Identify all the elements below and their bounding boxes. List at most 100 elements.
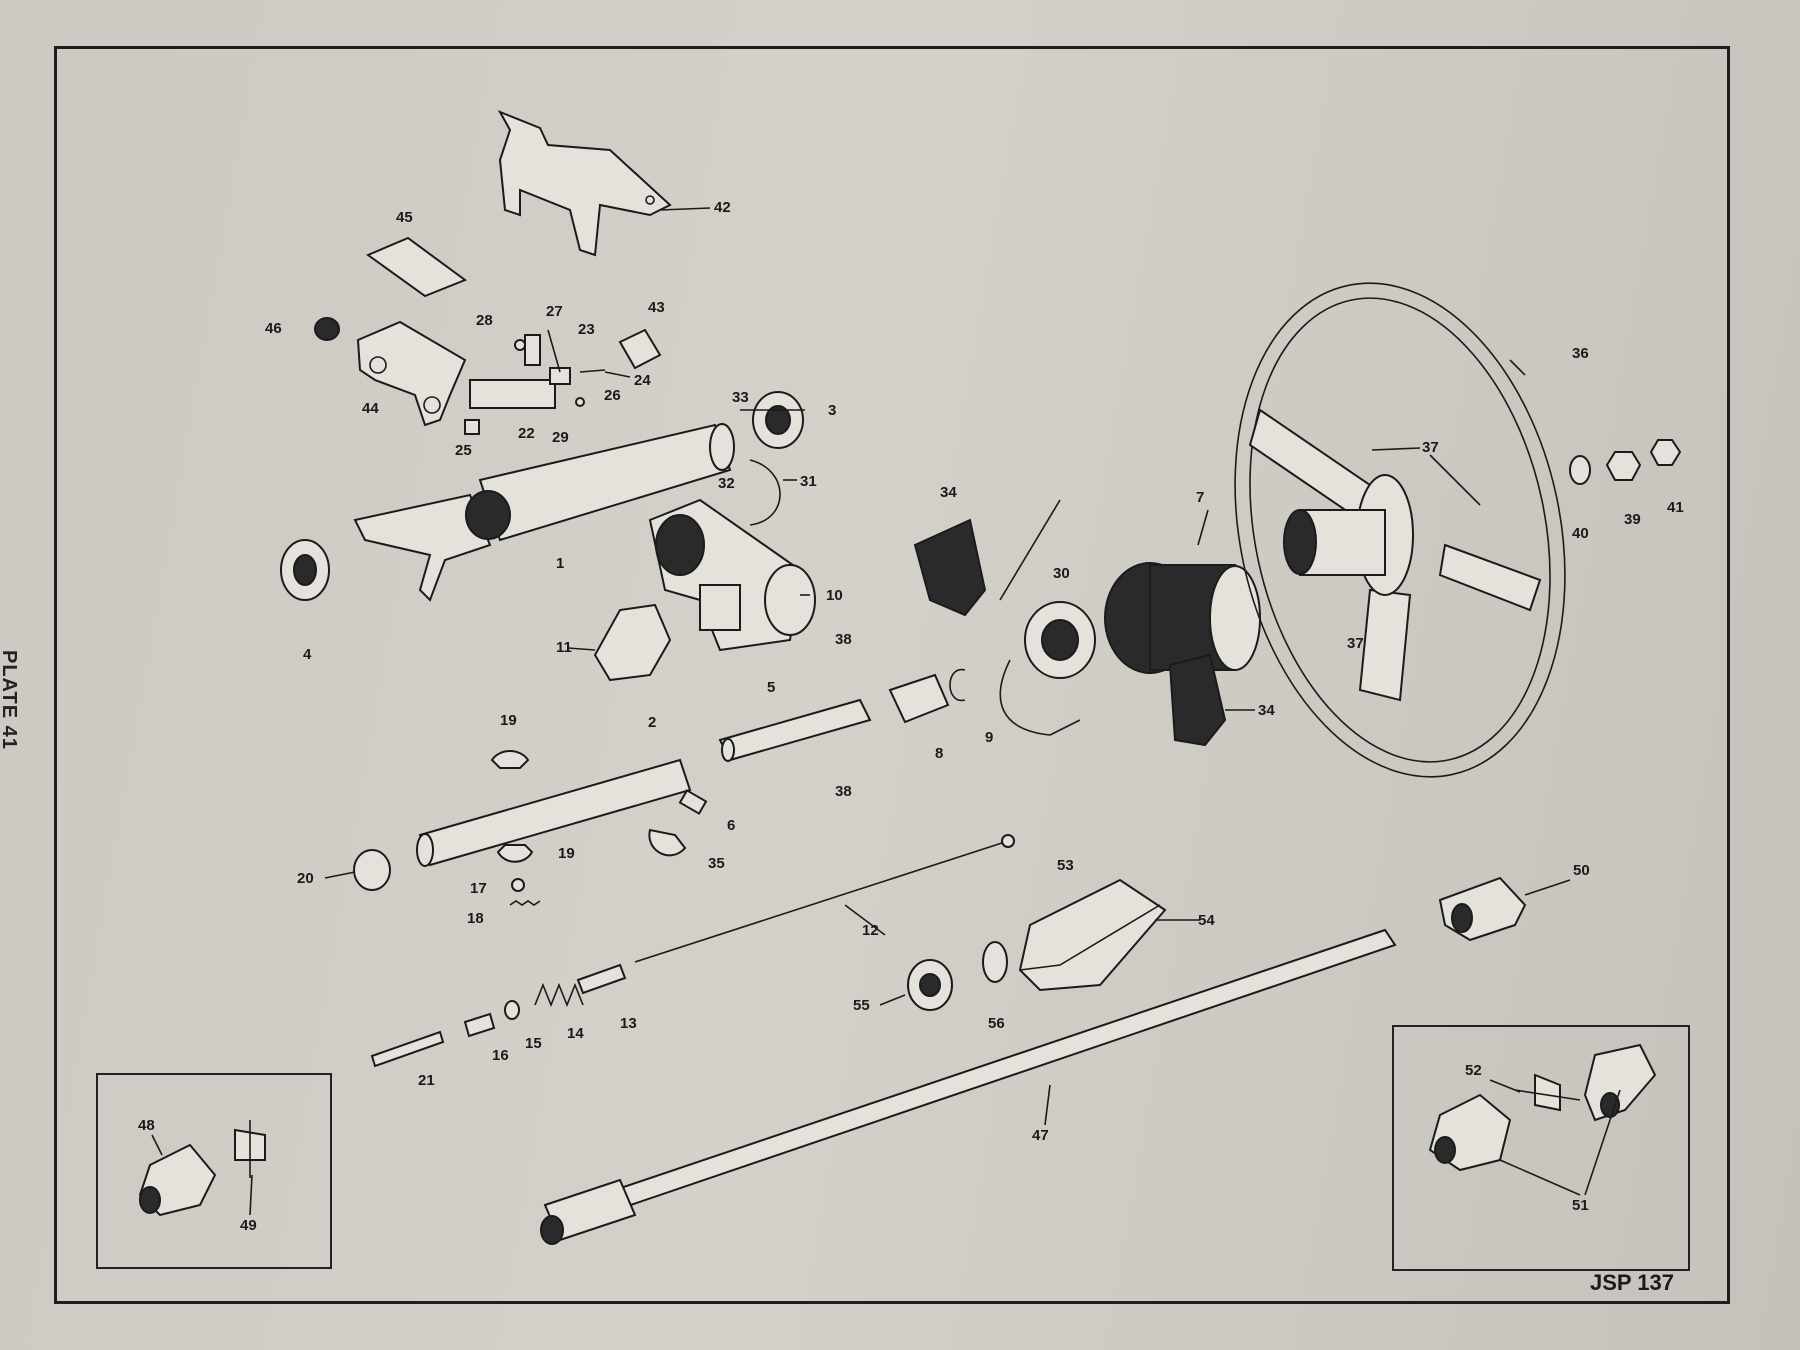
callout-53: 53 [1057, 857, 1074, 874]
callout-11: 11 [556, 639, 572, 656]
part-45-plate [365, 236, 468, 298]
parts-53-54-bracket [1018, 878, 1167, 992]
callout-14: 14 [567, 1025, 584, 1042]
callout-13: 13 [620, 1015, 637, 1032]
callout-3: 3 [828, 402, 836, 419]
part-47-column-shaft [540, 928, 1397, 1245]
callout-50: 50 [1573, 862, 1590, 879]
callout-4: 4 [303, 646, 312, 663]
callout-44: 44 [362, 400, 379, 417]
callout-5: 5 [767, 679, 775, 696]
callout-56: 56 [988, 1015, 1005, 1032]
callout-37-lower: 37 [1347, 635, 1364, 652]
callout-9: 9 [985, 729, 993, 746]
callout-45: 45 [396, 209, 413, 226]
callout-21: 21 [418, 1072, 435, 1089]
callout-54: 54 [1198, 912, 1215, 929]
small-parts-22-29 [464, 334, 606, 435]
part-10-lock-housing [648, 498, 816, 652]
part-19-bush-lower [496, 844, 534, 863]
callout-16: 16 [492, 1047, 509, 1064]
part-44-bracket [356, 320, 467, 427]
callout-51: 51 [1572, 1197, 1589, 1214]
callout-8: 8 [935, 745, 943, 762]
callout-17: 17 [470, 880, 487, 897]
part-50-universal-joint [1438, 876, 1527, 942]
part-43-sleeve [618, 328, 662, 370]
part-9-circlip [949, 668, 966, 702]
callout-36: 36 [1572, 345, 1589, 362]
callout-34-upper: 34 [940, 484, 957, 501]
callout-19-upper: 19 [500, 712, 517, 729]
callout-38-upper: 38 [835, 631, 852, 648]
parts-17-18-spring [509, 878, 541, 906]
callout-49: 49 [240, 1217, 257, 1234]
part-3-bearing [752, 391, 804, 449]
part-36-steering-wheel [1234, 282, 1566, 778]
callout-42: 42 [714, 199, 731, 216]
drawing-reference: JSP 137 [1590, 1270, 1675, 1295]
callout-29: 29 [552, 429, 569, 446]
callout-18: 18 [467, 910, 484, 927]
part-31-clamp [749, 459, 781, 526]
parts-55-56-seal [907, 941, 1008, 1011]
part-46-nut [314, 317, 340, 341]
callout-23: 23 [578, 321, 595, 338]
part-2-outer-shaft [416, 758, 692, 867]
callout-46: 46 [265, 320, 282, 337]
callout-28: 28 [476, 312, 493, 329]
part-19-bush-upper [490, 750, 530, 769]
callout-6: 6 [727, 817, 735, 834]
callout-37-upper: 37 [1422, 439, 1439, 456]
callout-25: 25 [455, 442, 472, 459]
callout-34-lower: 34 [1258, 702, 1275, 719]
parts-39-40-41-fixings [1569, 439, 1682, 485]
part-20-nut [353, 849, 391, 891]
part-30-switch [999, 499, 1096, 736]
inset-box-right [1392, 1025, 1690, 1271]
leader-lines [151, 207, 1621, 1216]
callout-33-upper: 33 [732, 389, 749, 406]
callout-40: 40 [1572, 525, 1589, 542]
callout-19-lower: 19 [558, 845, 575, 862]
part-11-boot [593, 603, 672, 682]
callout-55: 55 [853, 997, 870, 1014]
callout-35: 35 [708, 855, 725, 872]
callout-labels: 42 45 46 28 27 23 43 44 24 25 22 26 29 3… [138, 199, 1684, 1234]
plate-frame [54, 46, 1730, 1304]
parts-51-52-joint-inset [1428, 1043, 1657, 1172]
part-34-shroud-lower [1168, 653, 1227, 747]
callout-41: 41 [1667, 499, 1684, 516]
callout-12: 12 [862, 922, 879, 939]
callout-24: 24 [634, 372, 651, 389]
part-7-hub [1104, 562, 1261, 674]
parts-48-49-joint-inset [138, 1120, 266, 1217]
inset-box-left [96, 1073, 332, 1269]
callout-32: 32 [718, 475, 735, 492]
callout-10: 10 [826, 587, 843, 604]
part-35-clip [648, 828, 687, 857]
callout-22: 22 [518, 425, 535, 442]
callout-2: 2 [648, 714, 656, 731]
part-6-grub-screw [678, 789, 708, 815]
parts-13-16-21 [370, 963, 627, 1068]
callout-7: 7 [1196, 489, 1204, 506]
callout-52: 52 [1465, 1062, 1482, 1079]
part-8-collet [888, 673, 950, 724]
callout-31: 31 [800, 473, 817, 490]
callout-15: 15 [525, 1035, 542, 1052]
callout-30: 30 [1053, 565, 1070, 582]
callout-26: 26 [604, 387, 621, 404]
callout-39: 39 [1624, 511, 1641, 528]
callout-47: 47 [1032, 1127, 1049, 1144]
callout-1: 1 [556, 555, 564, 572]
part-1-column-tube [353, 423, 735, 602]
part-5-inner-shaft [718, 698, 872, 762]
callout-38-lower: 38 [835, 783, 852, 800]
part-12-rod [634, 834, 1015, 963]
part-42-bracket [497, 110, 672, 257]
part-4-bearing [280, 539, 330, 601]
part-34-shroud-upper [913, 518, 987, 617]
callout-43: 43 [648, 299, 665, 316]
